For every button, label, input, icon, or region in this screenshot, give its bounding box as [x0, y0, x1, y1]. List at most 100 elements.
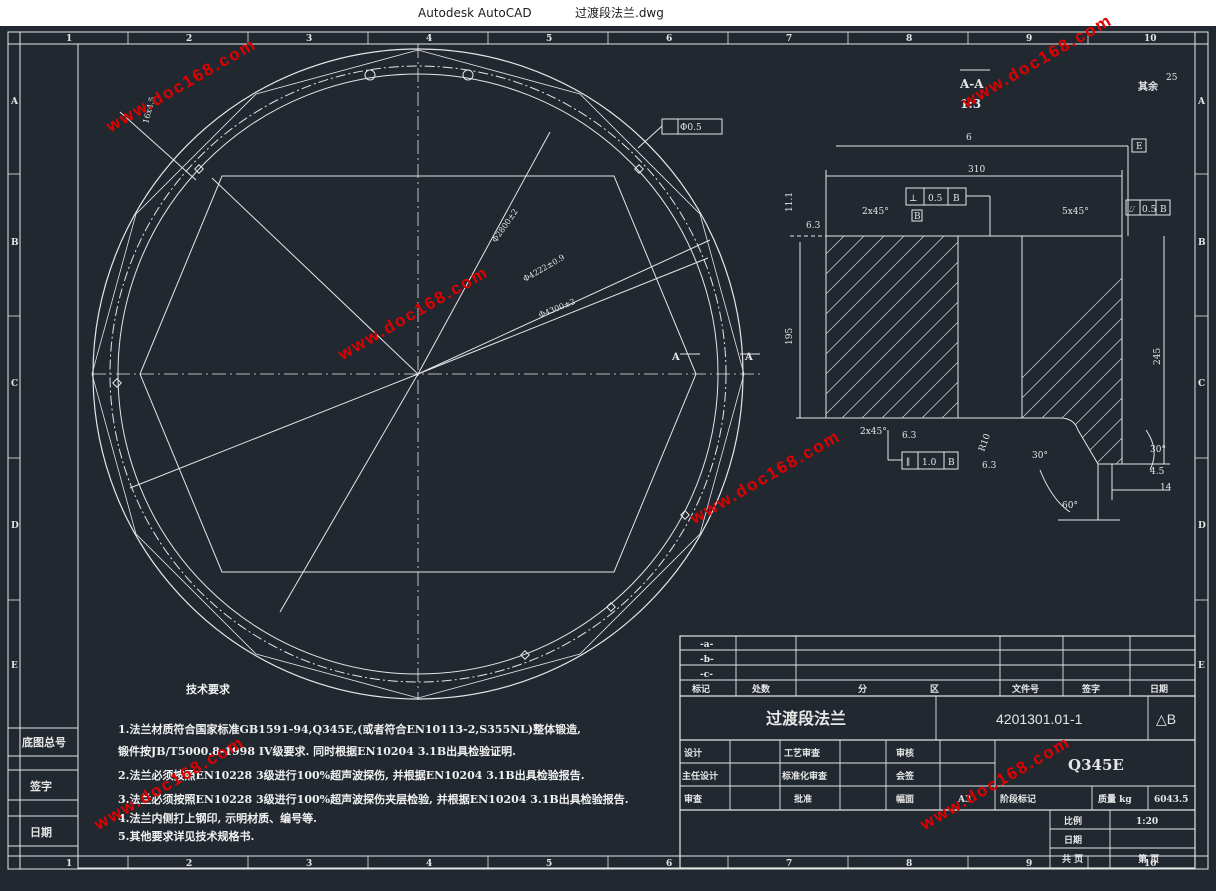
hatch-left — [826, 236, 958, 418]
col-num: 8 — [906, 34, 912, 44]
rev-header: 文件号 — [1011, 683, 1039, 695]
col-num: 3 — [306, 859, 312, 869]
col-num: 2 — [186, 859, 192, 869]
tb-label: 会签 — [896, 770, 915, 782]
drawing-name: 过渡段法兰 — [766, 709, 846, 728]
col-num: 9 — [1026, 859, 1032, 869]
sheet-no: 第 页 — [1138, 853, 1159, 865]
tb-label: 主任设计 — [682, 770, 718, 782]
drawing-canvas[interactable]: 1 2 3 4 5 6 7 8 9 10 1 2 3 4 5 6 7 8 9 1… — [0, 10, 1216, 891]
other-roughness: 其余 — [1138, 80, 1159, 93]
app-name: Autodesk AutoCAD — [418, 6, 532, 20]
datum-label: B — [914, 212, 921, 222]
drawing-number: 4201301.01-1 — [996, 711, 1083, 727]
col-num: 7 — [786, 34, 792, 44]
rev-row: -c- — [700, 670, 713, 680]
col-num: 5 — [546, 34, 552, 44]
col-num: 2 — [186, 34, 192, 44]
tb-label: 设计 — [684, 747, 702, 759]
row-letter: D — [11, 521, 19, 531]
tech-line: 1.法兰材质符合国家标准GB1591-94,Q345E,(或者符合EN10113… — [118, 723, 581, 736]
scale-label: 比例 — [1064, 815, 1082, 827]
section-view — [790, 69, 1171, 521]
dim-text: 11.1 — [785, 192, 795, 212]
tech-line: 4.法兰内侧打上钢印, 示明材质、编号等. — [118, 812, 317, 825]
row-letter: A — [1197, 97, 1206, 107]
roughness: 6.3 — [982, 461, 997, 471]
dim-text: R10 — [977, 432, 993, 453]
roughness: 6.3 — [902, 431, 917, 441]
tech-line: 2.法兰必须按照EN10228 3级进行100%超声波探伤, 并根据EN1020… — [118, 769, 585, 782]
mass-value: 6043.5 — [1154, 795, 1188, 805]
tech-line: 锻件按JB/T5000.8-1998 IV级要求. 同时根据EN10204 3.… — [118, 745, 516, 758]
col-num: 6 — [666, 34, 672, 44]
gdt-symbol: ∥ — [906, 457, 910, 468]
rev-header: 签字 — [1081, 683, 1100, 695]
title-block-text: -a- -b- -c- 标记 处数 分 区 文件号 签字 日期 过渡段法兰 42… — [682, 640, 1188, 865]
tb-label: 批准 — [794, 793, 812, 805]
stamp-label: 签字 — [29, 779, 52, 793]
gdt-datum: B — [1160, 205, 1167, 215]
row-letter: B — [1198, 238, 1206, 248]
col-num: 8 — [906, 859, 912, 869]
col-num: 9 — [1026, 34, 1032, 44]
window-titlebar: Autodesk AutoCAD 过渡段法兰.dwg — [0, 0, 1216, 26]
dim-text: Φ4300±2 — [537, 297, 576, 320]
title-block-lines — [679, 635, 1196, 869]
col-num: 5 — [546, 859, 552, 869]
row-letter: C — [1198, 379, 1205, 389]
dim-text: 30° — [1032, 451, 1048, 461]
revision: △B — [1156, 711, 1176, 727]
tb-label: 幅面 — [896, 793, 914, 805]
section-title: A-A — [959, 77, 984, 91]
tb-label: 标准化审查 — [781, 770, 828, 782]
row-letter: E — [11, 661, 18, 671]
dim-text: 245 — [1153, 348, 1163, 365]
row-letter: D — [1198, 521, 1206, 531]
dim-text: 2x45° — [860, 427, 887, 437]
row-letter: B — [11, 238, 19, 248]
dim-text: 4.5 — [1150, 467, 1165, 477]
date-label: 日期 — [1064, 834, 1082, 846]
front-view — [91, 44, 760, 700]
col-num: 10 — [1144, 34, 1157, 44]
hatch-right — [1022, 236, 1122, 464]
tech-line: 3.法兰必须按照EN10228 3级进行100%超声波探伤夹层检验, 并根据EN… — [118, 793, 629, 806]
frame-labels: 1 2 3 4 5 6 7 8 9 10 1 2 3 4 5 6 7 8 9 1… — [10, 34, 1206, 869]
mass-label: 质量 kg — [1098, 793, 1132, 805]
stamp-label: 日期 — [30, 825, 52, 839]
col-num: 6 — [666, 859, 672, 869]
dim-text: 60° — [1062, 501, 1078, 511]
gdt-value: 0.5 — [928, 194, 943, 204]
front-view-labels: Φ2800±2 Φ4222±0.9 Φ4300±2 16x4.5 Φ0.5 A … — [141, 96, 753, 363]
dim-text: 195 — [785, 328, 795, 345]
dim-text: 310 — [968, 165, 985, 175]
file-name: 过渡段法兰.dwg — [575, 6, 664, 20]
rev-header: 处数 — [751, 683, 771, 695]
tech-line: 5.其他要求详见技术规格书. — [118, 830, 255, 843]
col-num: 1 — [66, 34, 72, 44]
scale-value: 1:20 — [1136, 817, 1158, 827]
material: Q345E — [1068, 756, 1124, 774]
dim-text: 5x45° — [1062, 207, 1089, 217]
dim-text: 2x45° — [862, 207, 889, 217]
roughness: 6.3 — [806, 221, 821, 231]
section-scale: 1:3 — [960, 97, 981, 111]
tb-label: 审查 — [684, 793, 703, 805]
rev-row: -a- — [700, 640, 714, 650]
gdt-symbol: ⊥ — [909, 194, 917, 204]
tb-label: 阶段标记 — [1000, 793, 1036, 805]
gdt-datum: B — [953, 194, 960, 204]
col-num: 3 — [306, 34, 312, 44]
gdt-value: 0.5 — [1142, 205, 1157, 215]
row-letter: A — [10, 97, 19, 107]
cad-drawing: 1 2 3 4 5 6 7 8 9 10 1 2 3 4 5 6 7 8 9 1… — [7, 31, 1209, 870]
col-num: 1 — [66, 859, 72, 869]
dim-text: 6 — [966, 133, 972, 143]
tb-value: A3 — [957, 795, 971, 805]
dim-text: Φ2800±2 — [490, 207, 520, 244]
section-marker: A — [744, 352, 753, 363]
rev-header: 分 — [858, 683, 867, 695]
col-num: 4 — [426, 859, 432, 869]
col-num: 10 — [1144, 859, 1157, 869]
